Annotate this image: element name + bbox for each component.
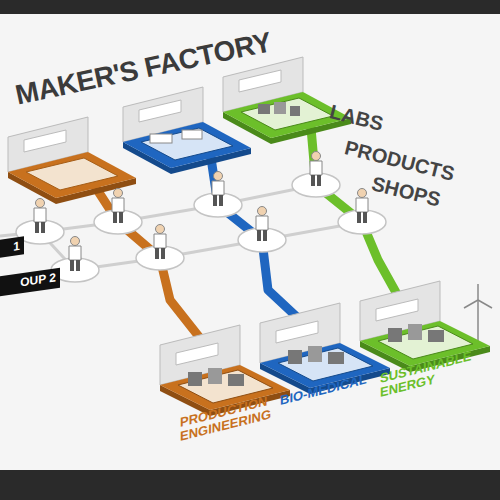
frame-bar [0,0,500,14]
workers [34,152,368,272]
worker [356,189,368,224]
worker [69,237,81,272]
machine-box [208,368,222,384]
machine-box [428,330,444,342]
worker [212,172,224,207]
worker [310,152,322,187]
blue-path [211,158,298,318]
machine-box [290,106,300,116]
station-circle [194,193,242,217]
machine-box [188,372,202,386]
sign-board [139,100,181,122]
machine-box [408,324,422,340]
worker [256,207,268,242]
orange-path [96,188,200,338]
station-circle [238,228,286,252]
turbine-blade [464,300,478,308]
sign-board [276,321,318,343]
machine-box [308,346,322,362]
machine-box [228,374,244,386]
floor-frame [241,98,333,130]
lab-bench [182,130,202,139]
station-circle [136,246,184,270]
lab-bench [150,134,172,143]
machine-box [328,352,344,364]
frame-bar [0,470,500,500]
sign-board [176,343,218,365]
sign-board [24,130,66,152]
machine-box [288,350,302,364]
station-circle [94,210,142,234]
sign-board [239,70,281,92]
floor-frame [26,158,118,190]
platform-wall [123,87,203,142]
sign-board [376,299,418,321]
turbine-blade [478,300,492,308]
station-circle [338,210,386,234]
department-platform: SUSTAINABLE ENERGY [358,278,492,428]
machine-box [388,328,402,342]
worker [34,199,46,234]
platform-floor [123,122,251,168]
machine-box [274,102,286,114]
turbine-pole [477,300,479,345]
worker [154,225,166,260]
group-name: 1 [0,237,20,258]
turbine-blade [477,284,479,300]
machine-box [258,104,270,114]
worker [112,189,124,224]
floor-frame [141,128,233,160]
group-band: 1 [0,236,24,257]
station-circle [292,173,340,197]
